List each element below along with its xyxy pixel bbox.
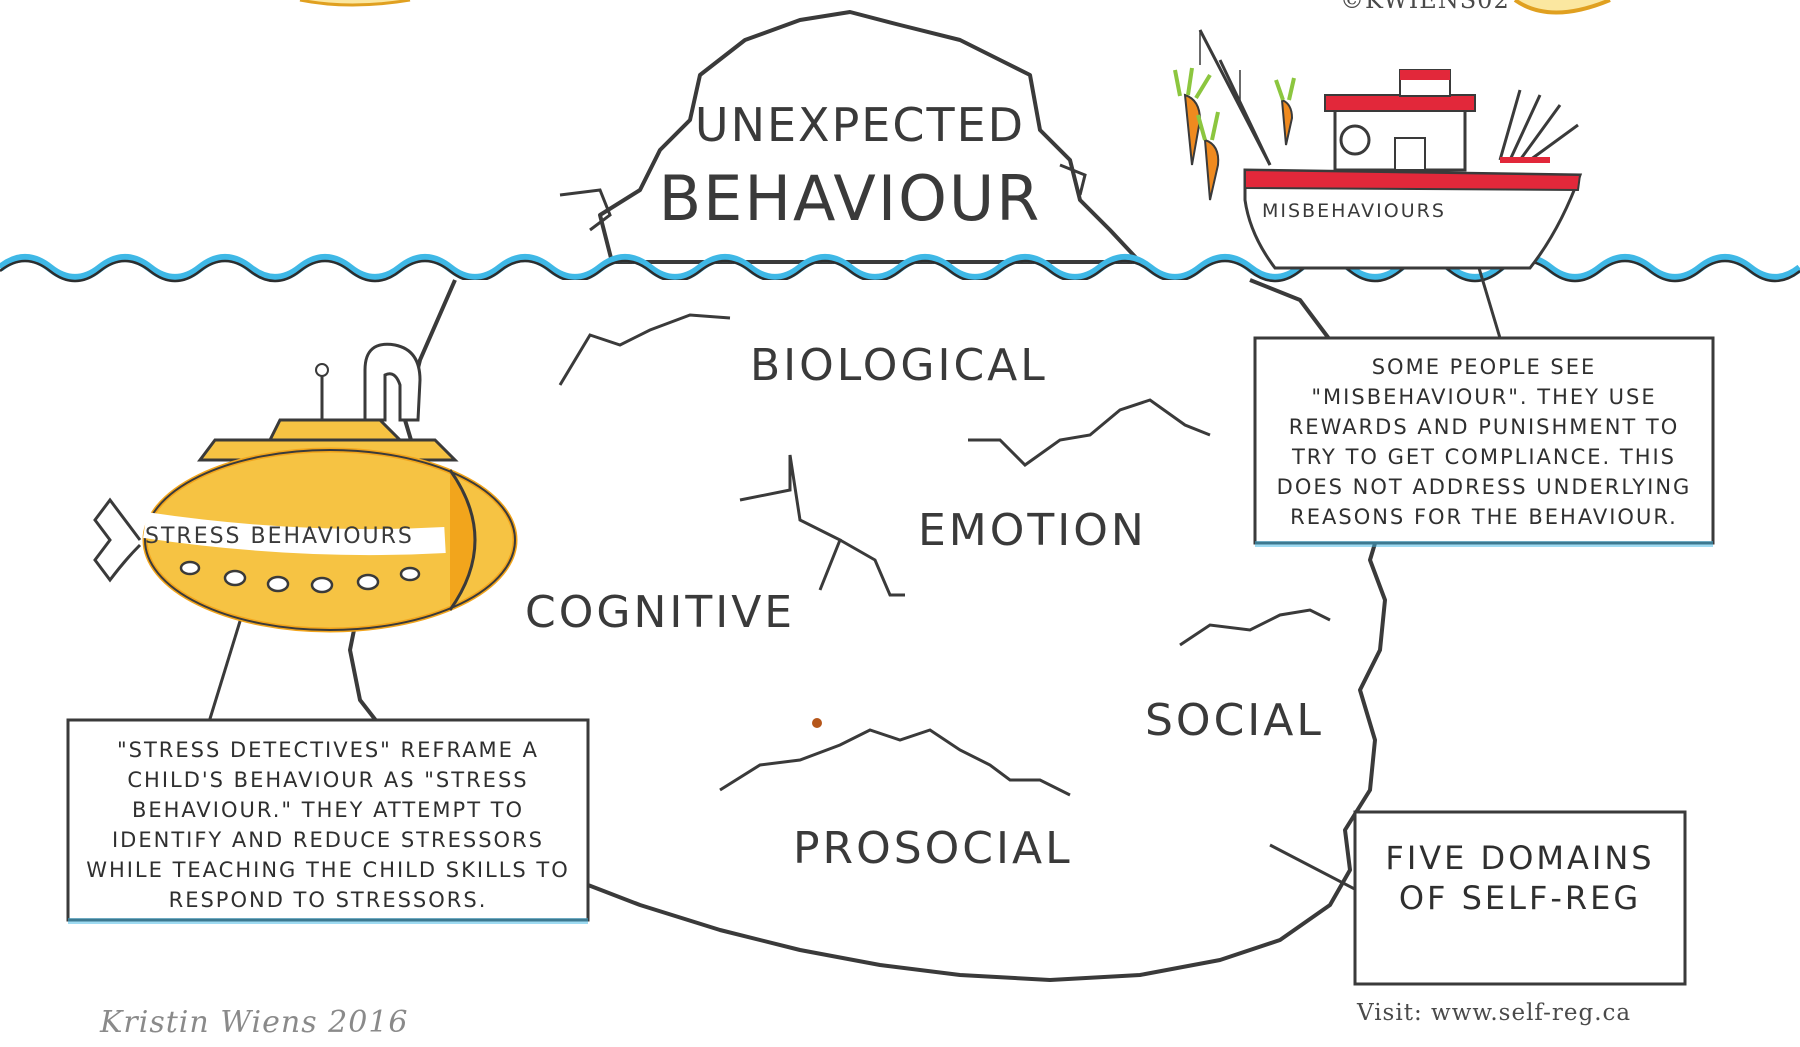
domains-box xyxy=(1353,810,1687,986)
yellow-shape-top-left xyxy=(299,0,411,7)
iceberg-title-line1: UNEXPECTED xyxy=(694,98,1026,152)
domain-cognitive: COGNITIVE xyxy=(525,587,796,638)
signature: Kristin Wiens 2016 xyxy=(100,1005,409,1040)
domain-emotion: EMOTION xyxy=(918,505,1147,556)
visit-url: Visit: www.self-reg.ca xyxy=(1357,1000,1632,1026)
submarine-illustration xyxy=(93,342,518,633)
iceberg-title-line2: BEHAVIOUR xyxy=(658,162,1042,235)
sub-note-text: "STRESS DETECTIVES" REFRAME A CHILD'S BE… xyxy=(86,738,570,912)
credit-top: ©KWIENS02 xyxy=(1340,0,1510,14)
boat-illustration xyxy=(1173,29,1583,270)
domain-social: SOCIAL xyxy=(1145,695,1324,746)
sub-note-box xyxy=(66,718,590,922)
iceberg-tip xyxy=(598,10,1142,264)
domain-biological: BIOLOGICAL xyxy=(750,340,1048,391)
submarine-label: STRESS BEHAVIOURS xyxy=(145,524,414,549)
boat-note-text: SOME PEOPLE SEE "MISBEHAVIOUR". THEY USE… xyxy=(1276,355,1692,529)
domain-prosocial: PROSOCIAL xyxy=(793,823,1073,874)
boat-label: MISBEHAVIOURS xyxy=(1262,200,1446,222)
domains-box-text: FIVE DOMAINS OF SELF-REG xyxy=(1385,839,1655,917)
boat-note-box xyxy=(1253,336,1715,545)
yellow-shape-top-right xyxy=(1513,0,1611,15)
sub-leader-line xyxy=(203,604,247,736)
